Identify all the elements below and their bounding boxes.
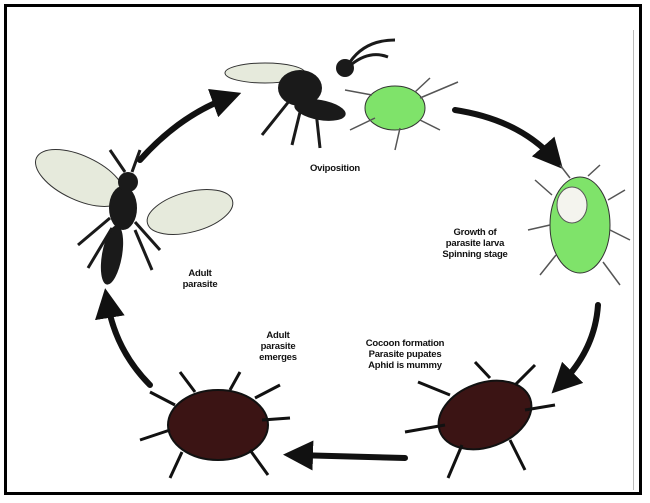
arrow-pupation-to-emergence — [295, 455, 405, 458]
adult-wasp-illustration — [27, 138, 237, 287]
growth-illustration — [528, 165, 630, 285]
label-growth: Growth of parasite larva Spinning stage — [430, 227, 520, 260]
arrow-emergence-to-adult — [107, 300, 150, 385]
label-oviposition: Oviposition — [295, 163, 375, 174]
arrow-growth-to-pupation — [560, 305, 598, 385]
label-emergence: Adult parasite emerges — [243, 330, 313, 363]
label-adult: Adult parasite — [170, 268, 230, 290]
aphid-green — [345, 78, 458, 150]
larva-icon — [557, 187, 587, 223]
label-pupation: Cocoon formation Parasite pupates Aphid … — [355, 338, 455, 371]
mummy-aphid-left — [140, 372, 290, 478]
mummy-aphid-right — [405, 362, 555, 478]
arrow-adult-to-oviposition — [140, 97, 230, 160]
arrow-oviposition-to-growth — [455, 110, 555, 160]
oviposition-illustration — [225, 40, 458, 150]
